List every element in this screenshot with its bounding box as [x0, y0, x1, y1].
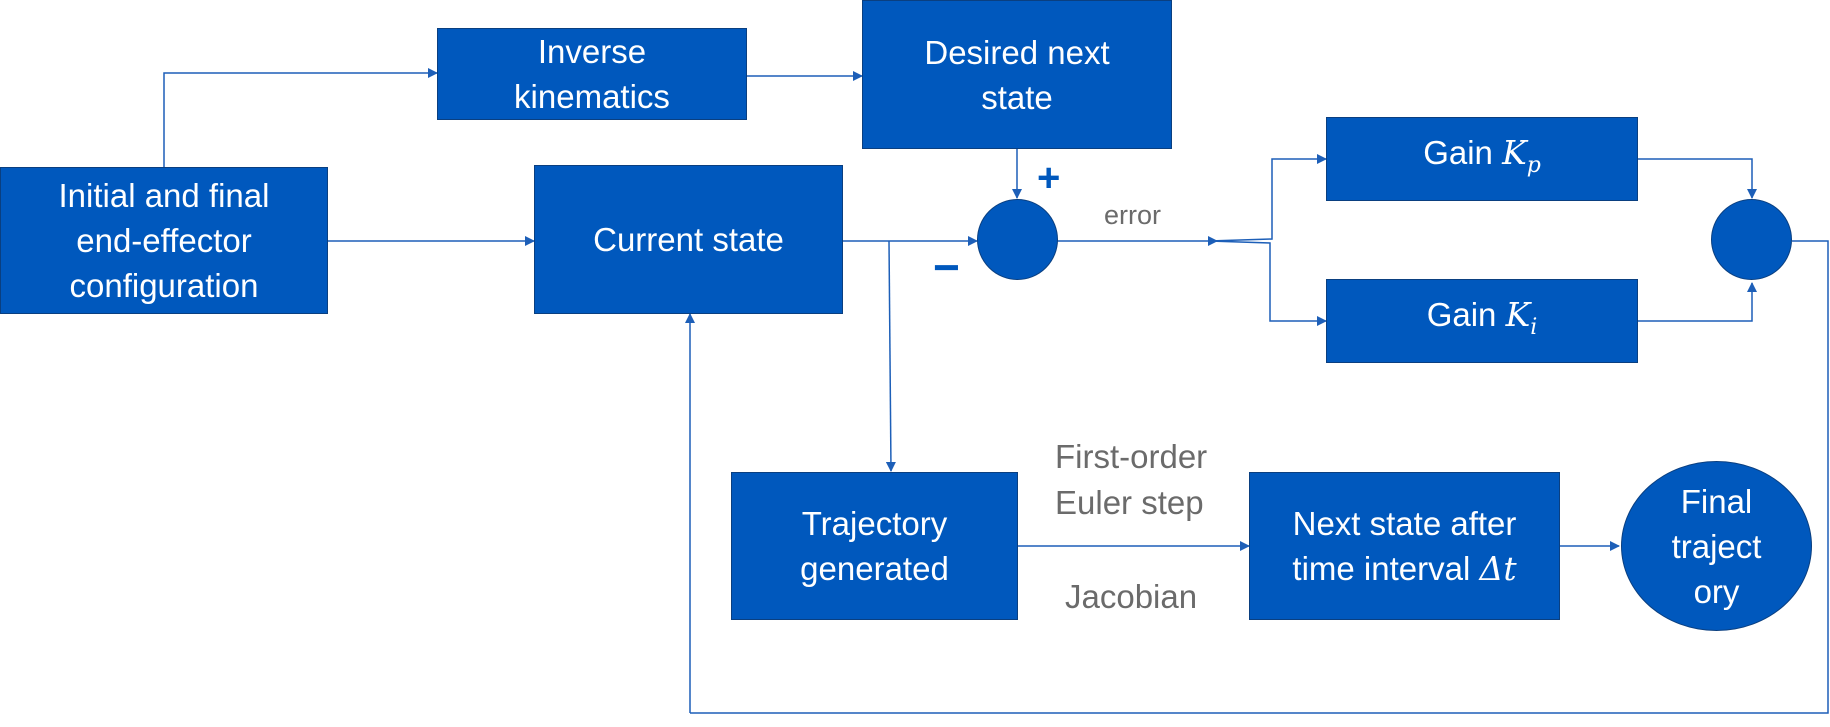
current-state-label: Current state — [593, 221, 784, 258]
arrow-gain-p-to-junction — [1638, 158, 1757, 199]
inverse-kinematics-label: Inverse kinematics — [514, 33, 670, 115]
arrow-current-state-to-trajectory — [885, 240, 896, 472]
desired-next-state-label: Desired next state — [924, 33, 1110, 116]
initial-configuration-label: Initial and final end-effector configura… — [58, 177, 270, 304]
initial-configuration-block: Initial and final end-effector configura… — [0, 167, 328, 314]
current-state-block: Current state — [534, 165, 843, 314]
trajectory-generated-label: Trajectory generated — [800, 505, 949, 587]
final-trajectory-node: Final traject ory — [1621, 461, 1812, 631]
arrow-gain-i-to-junction — [1638, 282, 1757, 322]
euler-step-label: First-order Euler step — [1055, 438, 1208, 521]
desired-next-state-block: Desired next state — [862, 0, 1172, 149]
gain-summing-junction — [1711, 199, 1792, 280]
arrow-error-to-gain-p — [1208, 154, 1327, 242]
next-state-label: Next state after time interval Δt — [1292, 505, 1517, 588]
gain-i-block: Gain Ki — [1326, 279, 1638, 363]
gain-p-label: Gain Kp — [1423, 133, 1541, 178]
trajectory-generated-block: Trajectory generated — [731, 472, 1018, 620]
minus-sign: − — [933, 241, 960, 293]
gain-p-block: Gain Kp — [1326, 117, 1638, 201]
plus-sign: + — [1037, 156, 1061, 200]
final-trajectory-label: Final traject ory — [1671, 482, 1762, 610]
feedback-line-to-final-trajectory — [690, 240, 1829, 714]
error-label: error — [1104, 200, 1162, 230]
jacobian-label: Jacobian — [1065, 578, 1198, 615]
arrow-initial-to-inverse-kinematics — [163, 68, 438, 167]
error-summing-junction — [977, 199, 1058, 280]
next-state-block: Next state after time interval Δt — [1249, 472, 1560, 620]
gain-i-label: Gain Ki — [1426, 295, 1538, 340]
arrow-error-to-gain-i — [1208, 240, 1327, 326]
inverse-kinematics-block: Inverse kinematics — [437, 28, 747, 120]
